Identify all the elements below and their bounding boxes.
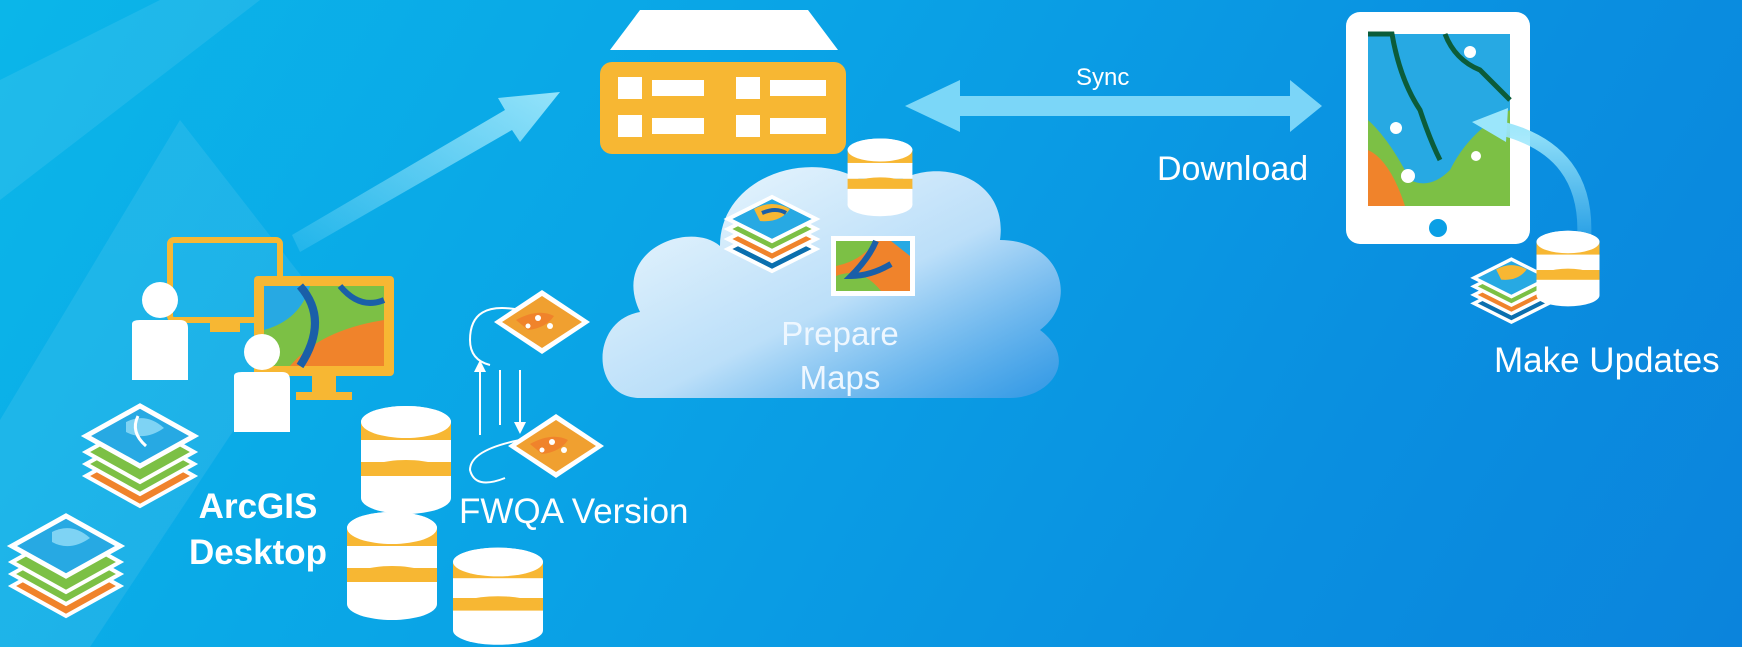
database-icon-3 bbox=[453, 547, 543, 645]
tablet-icon bbox=[1346, 12, 1530, 244]
cloud-map-layers-icon bbox=[723, 194, 821, 274]
desktop-map-layers-icon-1 bbox=[80, 403, 200, 509]
background-shapes bbox=[0, 0, 320, 647]
updates-database-icon bbox=[1536, 230, 1600, 307]
desktop-map-layers-icon-2 bbox=[6, 513, 126, 619]
fwqa-version-label: FWQA Version bbox=[459, 492, 689, 531]
make-updates-label: Make Updates bbox=[1494, 341, 1720, 380]
map-image-icon bbox=[831, 236, 915, 296]
monitor-icon-front bbox=[254, 276, 394, 400]
cloud-database-icon bbox=[847, 138, 913, 217]
updates-map-layers-icon bbox=[1470, 257, 1553, 325]
database-icon-1 bbox=[361, 406, 451, 514]
arcgis-line-2: Desktop bbox=[188, 533, 328, 572]
server-icon bbox=[600, 10, 846, 154]
database-icon-2 bbox=[347, 512, 437, 620]
sync-label: Sync bbox=[1076, 64, 1130, 91]
prepare-maps-line-2: Maps bbox=[799, 359, 881, 396]
version-map-icon-1 bbox=[494, 290, 590, 354]
arcgis-desktop-label: ArcGIS Desktop bbox=[168, 484, 348, 576]
sync-arrow-icon bbox=[905, 80, 1322, 132]
arcgis-line-1: ArcGIS bbox=[198, 487, 318, 526]
download-label: Download bbox=[1157, 150, 1309, 188]
prepare-maps-label: Prepare Maps bbox=[735, 312, 945, 400]
upload-arrow-icon bbox=[292, 92, 560, 252]
prepare-maps-line-1: Prepare bbox=[781, 315, 899, 352]
update-arrow-icon bbox=[1472, 108, 1592, 241]
cycle-arrows-icon bbox=[468, 307, 526, 484]
